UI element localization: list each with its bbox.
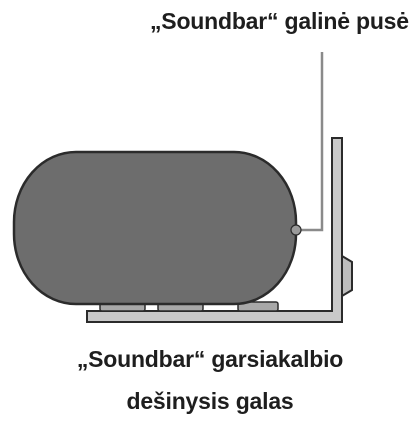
right-end-label-line1: „Soundbar“ garsiakalbio: [76, 346, 344, 372]
leader-line: [298, 52, 324, 232]
wall-bracket: [86, 137, 343, 323]
bracket-hook: [341, 254, 353, 298]
rear-side-marker: [290, 224, 302, 236]
right-end-label: „Soundbar“ garsiakalbio dešinysis galas: [0, 338, 420, 422]
right-end-label-line2: dešinysis galas: [126, 388, 294, 414]
soundbar-body: [12, 150, 298, 306]
soundbar-foot-rear: [237, 301, 279, 312]
rear-side-label: „Soundbar“ galinė pusė: [150, 8, 409, 34]
